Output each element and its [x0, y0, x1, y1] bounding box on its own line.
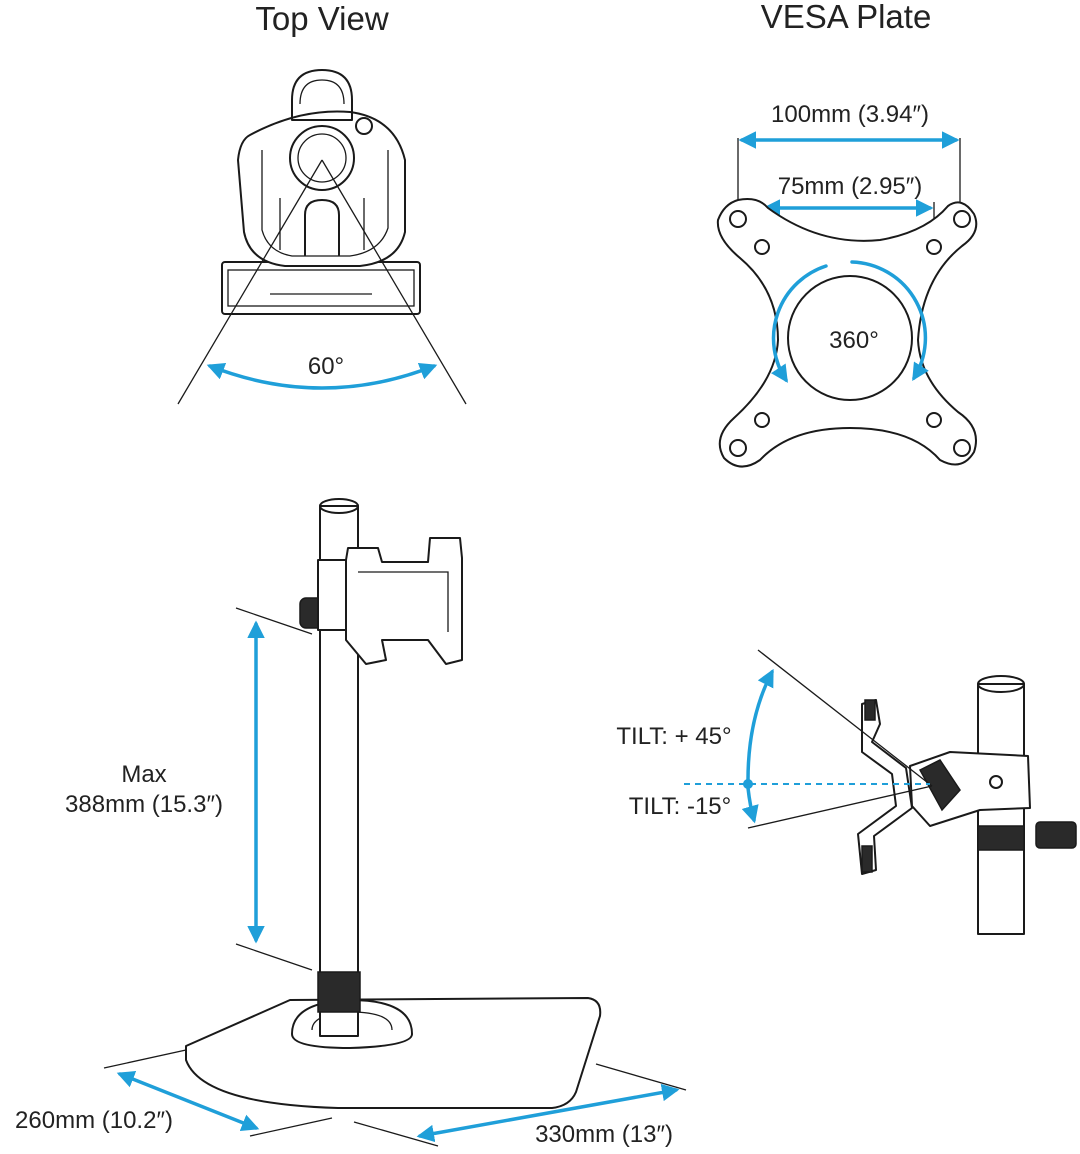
vesa-plate-panel: VESA Plate 100mm (3.94″) 75mm (2.95″) — [716, 0, 978, 468]
tilt-up-arc — [746, 668, 774, 782]
vesa-outer-spacing-label: 100mm (3.94″) — [771, 101, 929, 128]
width-label: 330mm (13″) — [535, 1121, 673, 1148]
tilt-pivot-dot — [743, 779, 753, 789]
vesa-inner-spacing-label: 75mm (2.95″) — [778, 173, 923, 200]
height-label-line2: 388mm (15.3″) — [65, 791, 223, 818]
depth-label: 260mm (10.2″) — [15, 1107, 173, 1134]
stand-drawing — [185, 498, 602, 1109]
rotation-arc-right — [850, 260, 929, 381]
vesa-plate-drawing — [716, 198, 978, 468]
top-view-drawing — [177, 69, 467, 405]
top-view-panel: Top View 60° — [177, 0, 467, 405]
stand-width-dimension: 330mm (13″) — [353, 1063, 687, 1148]
vesa-inner-dimension: 75mm (2.95″) — [761, 173, 935, 238]
rotation-arc-left — [771, 264, 828, 383]
stand-depth-dimension: 260mm (10.2″) — [15, 1049, 333, 1137]
sixty-degree-label: 60° — [308, 353, 344, 380]
tilt-down-arc — [741, 786, 759, 824]
height-label-line1: Max — [121, 761, 166, 788]
tilt-up-label: TILT: + 45° — [616, 723, 731, 750]
vesa-outer-dimension: 100mm (3.94″) — [737, 101, 961, 210]
rotation-label: 360° — [829, 327, 879, 354]
sixty-degree-arc — [206, 362, 438, 390]
tilt-down-label: TILT: -15° — [629, 793, 732, 820]
stand-height-dimension: Max 388mm (15.3″) — [65, 607, 313, 971]
vesa-plate-title: VESA Plate — [761, 0, 932, 35]
tilt-panel: TILT: + 45° TILT: -15° — [616, 649, 1077, 935]
stand-panel: Max 388mm (15.3″) 260mm (10.2″) 330mm (1… — [15, 498, 687, 1148]
tilt-drawing — [747, 649, 1077, 935]
top-view-title: Top View — [255, 0, 388, 37]
